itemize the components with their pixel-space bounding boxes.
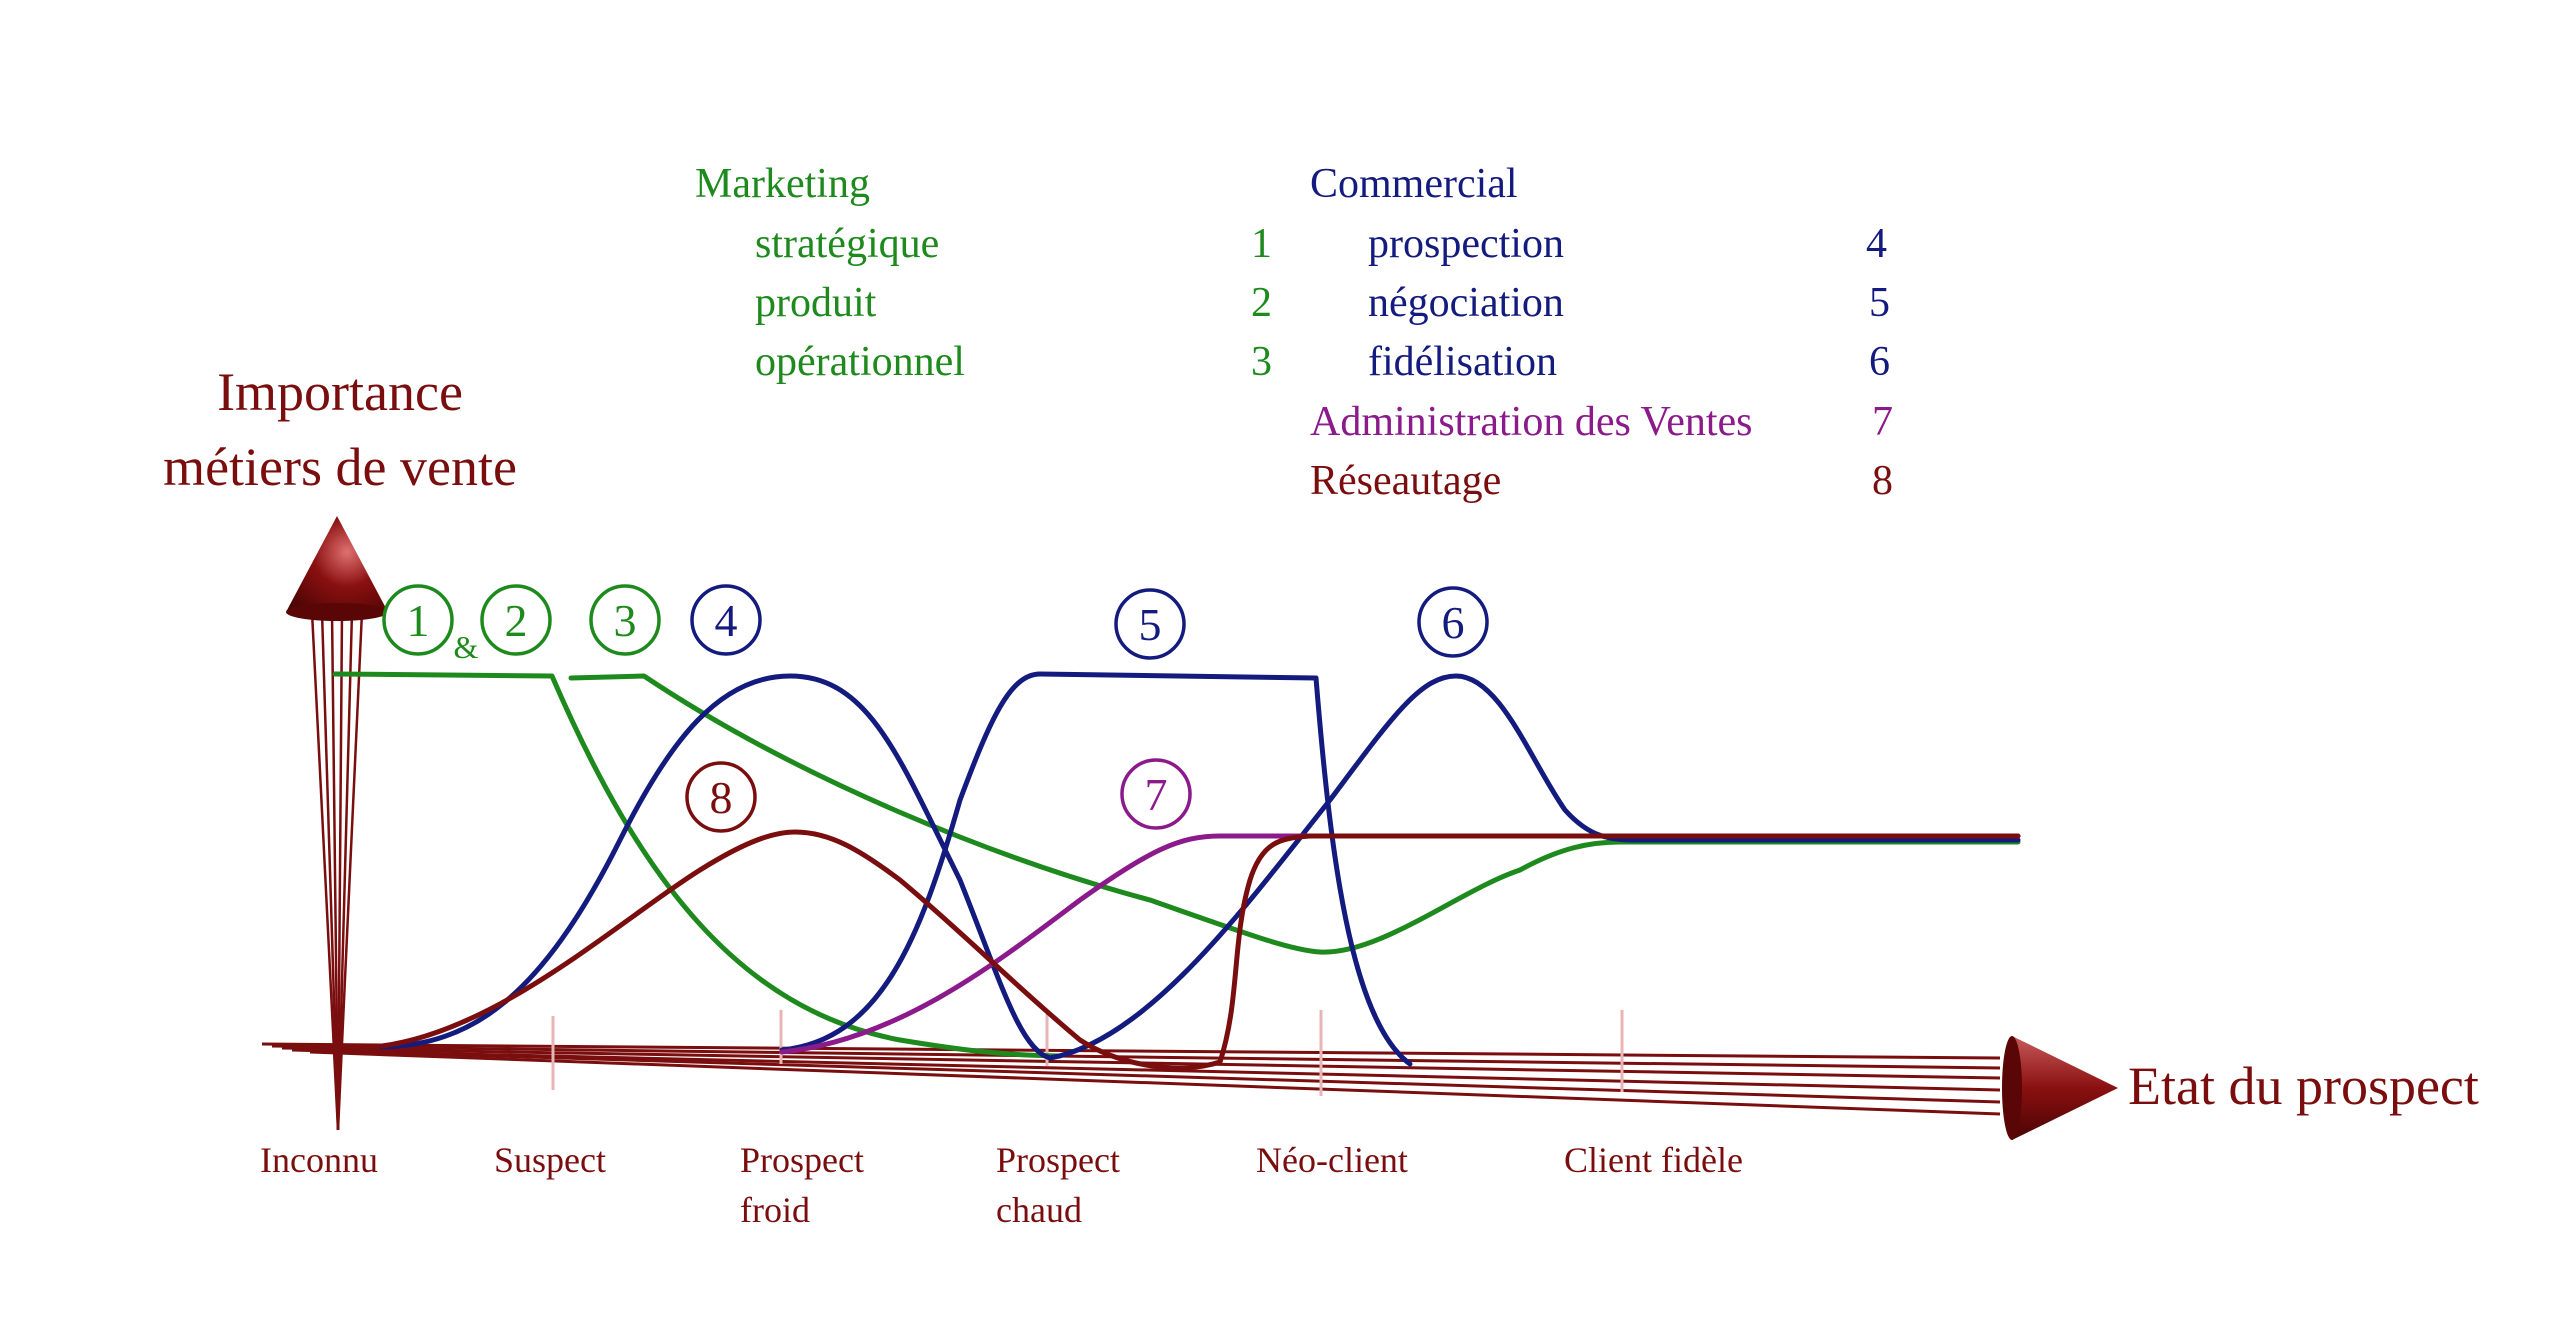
marker-8-label: 8 [710, 772, 733, 823]
legend-adv: Administration des Ventes 7 [1310, 399, 1893, 445]
marker-2-label: 2 [505, 595, 528, 646]
marker-7-label: 7 [1145, 769, 1168, 820]
legend-commercial-item-6-label: fidélisation [1368, 339, 1557, 385]
x-axis-title: Etat du prospect [2128, 1056, 2479, 1116]
legend-network: Réseautage 8 [1310, 458, 1893, 504]
legend-commercial-item-6-num: 6 [1869, 339, 1890, 385]
legend-commercial-item-4-label: prospection [1368, 221, 1564, 267]
marker-6: 6 [1417, 586, 1489, 658]
stage-label-3-line2: froid [740, 1190, 810, 1230]
curve-marketing-strategic-product [332, 671, 1063, 1059]
marker-ampersand: & [454, 629, 479, 665]
legend-marketing-item-2-num: 2 [1251, 280, 1272, 326]
legend-marketing-item-2-label: produit [755, 280, 877, 326]
legend-marketing-item-1-num: 1 [1251, 221, 1272, 267]
marker-6-label: 6 [1442, 597, 1465, 648]
legend-commercial-heading: Commercial [1310, 161, 1518, 207]
legend-marketing: Marketing stratégique 1 produit 2 opérat… [695, 161, 1272, 385]
marker-5: 5 [1114, 588, 1186, 660]
legend-network-num: 8 [1872, 458, 1893, 504]
marker-5-label: 5 [1139, 599, 1162, 650]
marker-8: 8 [685, 761, 757, 833]
y-axis-arrow-cone [286, 516, 388, 621]
legend-commercial-item-4-num: 4 [1866, 221, 1887, 267]
legend-marketing-item-1-label: stratégique [755, 221, 939, 267]
markers: 1 & 2 3 4 5 6 7 8 [382, 584, 1489, 833]
stage-label-4-line1: Prospect [996, 1140, 1120, 1180]
legend-marketing-item-3-num: 3 [1251, 339, 1272, 385]
curve-administration-ventes [779, 833, 2021, 1055]
legend-commercial: Commercial prospection 4 négociation 5 f… [1310, 161, 1890, 385]
stage-label-5: Néo-client [1256, 1140, 1408, 1180]
legend-network-label: Réseautage [1310, 458, 1501, 504]
stage-label-1: Inconnu [260, 1140, 378, 1180]
marker-1-label: 1 [407, 595, 430, 646]
stage-label-3-line1: Prospect [740, 1140, 864, 1180]
y-axis-title-line2: métiers de vente [163, 437, 517, 497]
marker-3: 3 [589, 584, 661, 656]
legend-commercial-item-5-label: négociation [1368, 280, 1564, 326]
curve-marketing-operational [568, 673, 2021, 955]
legend-marketing-item-3-label: opérationnel [755, 339, 965, 385]
marker-4-label: 4 [715, 595, 738, 646]
curve-prospection [379, 673, 1053, 1061]
legend-adv-label: Administration des Ventes [1310, 399, 1753, 445]
x-axis [261, 1042, 2001, 1116]
y-axis-title-line1: Importance [217, 362, 463, 422]
stage-labels: Inconnu Suspect Prospect froid Prospect … [260, 1140, 1743, 1230]
stage-label-2: Suspect [494, 1140, 606, 1180]
marker-3-label: 3 [614, 595, 637, 646]
marker-7: 7 [1120, 758, 1192, 830]
stage-label-4-line2: chaud [996, 1190, 1082, 1230]
marker-4: 4 [690, 584, 762, 656]
curve-fidelisation [1047, 673, 2021, 1061]
marker-1: 1 [382, 584, 454, 656]
stage-label-6: Client fidèle [1564, 1140, 1743, 1180]
curve-negociation [779, 671, 1413, 1067]
curve-reseautage [379, 829, 2021, 1071]
x-axis-arrow-cone [2002, 1036, 2118, 1140]
legend-adv-num: 7 [1872, 399, 1893, 445]
marker-2: 2 [480, 584, 552, 656]
legend-marketing-heading: Marketing [695, 161, 870, 207]
legend-commercial-item-5-num: 5 [1869, 280, 1890, 326]
